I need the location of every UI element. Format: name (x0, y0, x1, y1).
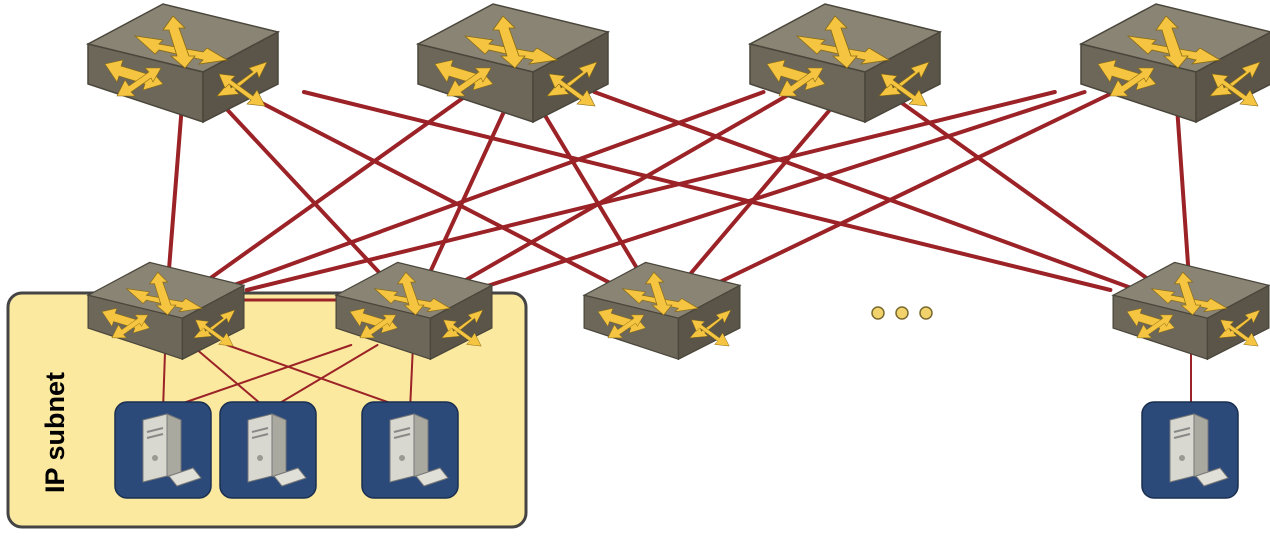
ip-subnet-label: IP subnet (40, 372, 70, 493)
downlink-leaf-2-server-1 (162, 344, 353, 411)
switch-arrows-icon (133, 15, 229, 69)
uplink-spine-3-leaf-2 (446, 90, 796, 292)
uplink-spine-4-leaf-2 (472, 90, 1087, 292)
spine-switch-3 (747, 3, 943, 124)
uplink-spine-1-leaf-3 (238, 90, 626, 292)
leaf-switch-2 (334, 261, 494, 361)
switch-arrows-icon (463, 15, 559, 69)
uplink-spine-3-leaf-1 (218, 90, 766, 292)
uplink-spine-3-leaf-4 (884, 90, 1166, 292)
server-4 (1141, 401, 1239, 499)
server-3 (361, 401, 459, 499)
uplink-spine-4-leaf-4 (1174, 90, 1192, 292)
uplink-spine-3-leaf-3 (674, 90, 847, 292)
downlink-leaf-2-server-3 (409, 344, 414, 411)
uplink-spine-2-leaf-3 (528, 90, 653, 292)
switch-layer (85, 3, 1270, 361)
uplink-spine-4-leaf-3 (701, 90, 1117, 292)
switch-arrows-icon (621, 271, 700, 316)
server-1 (114, 401, 212, 499)
spine-switch-4 (1078, 3, 1270, 124)
switch-arrows-icon (1150, 271, 1229, 316)
uplink-spine-2-leaf-2 (419, 90, 515, 292)
uplink-spine-1-leaf-4 (301, 90, 1113, 292)
switch-arrows-icon (795, 15, 891, 69)
downlink-leaf-1-server-2 (190, 344, 269, 411)
server-layer (114, 401, 1239, 499)
downlink-leaf-1-server-3 (226, 344, 411, 411)
leaf-switch-4 (1111, 261, 1270, 361)
leaf-switch-3 (582, 261, 742, 361)
spine-switch-2 (415, 3, 611, 124)
uplink-spine-1-leaf-2 (208, 90, 398, 292)
spine-switch-1 (85, 3, 281, 124)
switch-arrows-icon (373, 271, 452, 316)
switch-arrows-icon (125, 271, 204, 316)
server-icon (389, 413, 449, 487)
server-2 (219, 401, 317, 499)
downlink-leaf-2-server-2 (267, 344, 379, 411)
server-icon (247, 413, 307, 487)
server-icon (142, 413, 202, 487)
downlink-leaf-1-server-1 (162, 344, 167, 411)
uplink-spine-2-leaf-1 (191, 90, 474, 292)
switch-arrows-icon (1126, 15, 1222, 69)
server-icon (1169, 413, 1229, 487)
uplink-spine-1-leaf-1 (165, 90, 185, 292)
leaf-switch-1 (86, 261, 246, 361)
ellipsis-icon (871, 306, 933, 320)
uplink-spine-4-leaf-1 (244, 90, 1057, 292)
uplink-spine-2-leaf-4 (592, 90, 1139, 292)
